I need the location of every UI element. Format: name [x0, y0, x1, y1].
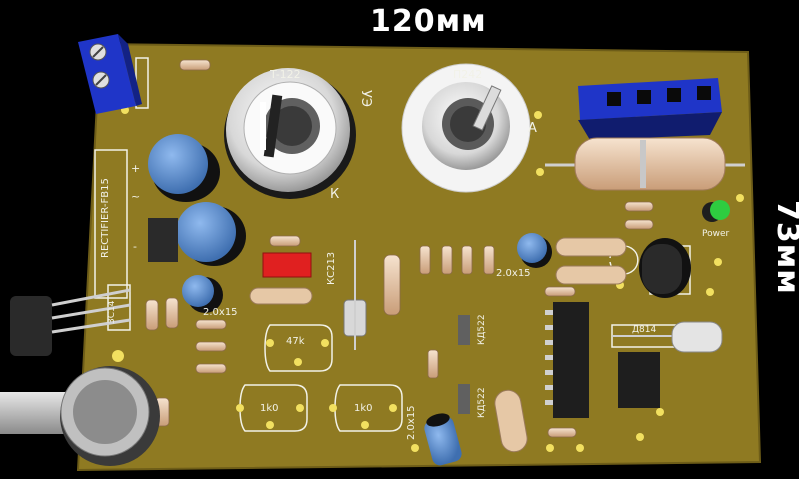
capacitor-icon	[424, 413, 462, 466]
label-ic: 3С14	[107, 300, 117, 324]
label-power: Power	[702, 229, 730, 239]
label-kd522-b: КД522	[477, 387, 487, 418]
board-width-label: 120мм	[370, 4, 487, 39]
label-d814: Д814	[632, 325, 656, 335]
label-gate: УЭ	[358, 90, 373, 107]
potentiometer-icon	[0, 366, 160, 466]
label-t122: T-122	[269, 68, 301, 81]
label-rectifier: RECTIFIER-FB15	[100, 178, 111, 258]
label-kc213: КС213	[326, 252, 337, 285]
ic-chip-icon	[545, 302, 660, 418]
resistor-icon	[145, 59, 654, 438]
film-capacitor-icon	[249, 237, 627, 453]
label-cap2: 2.0x15	[496, 268, 531, 279]
thyristor-icon	[224, 68, 356, 199]
terminal-block-icon	[578, 78, 722, 140]
label-cap1: 2.0x15	[203, 307, 238, 318]
label-minus: -	[133, 240, 137, 253]
label-pot-47k: 47k	[286, 336, 305, 347]
label-kd522-a: КД522	[477, 314, 487, 345]
label-p242: П242	[453, 68, 482, 81]
led-icon	[702, 200, 730, 222]
label-plus: +	[131, 162, 140, 175]
label-cathode: К	[330, 187, 339, 202]
zener-icon	[612, 321, 723, 353]
capacitor-icon	[148, 134, 552, 313]
transistor-icon	[401, 63, 531, 193]
diode-icon	[343, 240, 470, 414]
label-pot-1k-a: 1k0	[260, 403, 279, 414]
zener-icon	[262, 252, 312, 278]
label-anode: А	[528, 121, 537, 136]
terminal-block-icon	[78, 34, 142, 114]
transistor-icon	[639, 238, 691, 298]
rectifier-icon	[148, 218, 178, 262]
transistor-icon	[10, 288, 131, 356]
label-pot-1k-b: 1k0	[354, 403, 373, 414]
label-cap3: 2.0x15	[406, 405, 417, 440]
label-tilde: ~	[131, 190, 140, 203]
power-resistor-icon	[545, 137, 745, 191]
